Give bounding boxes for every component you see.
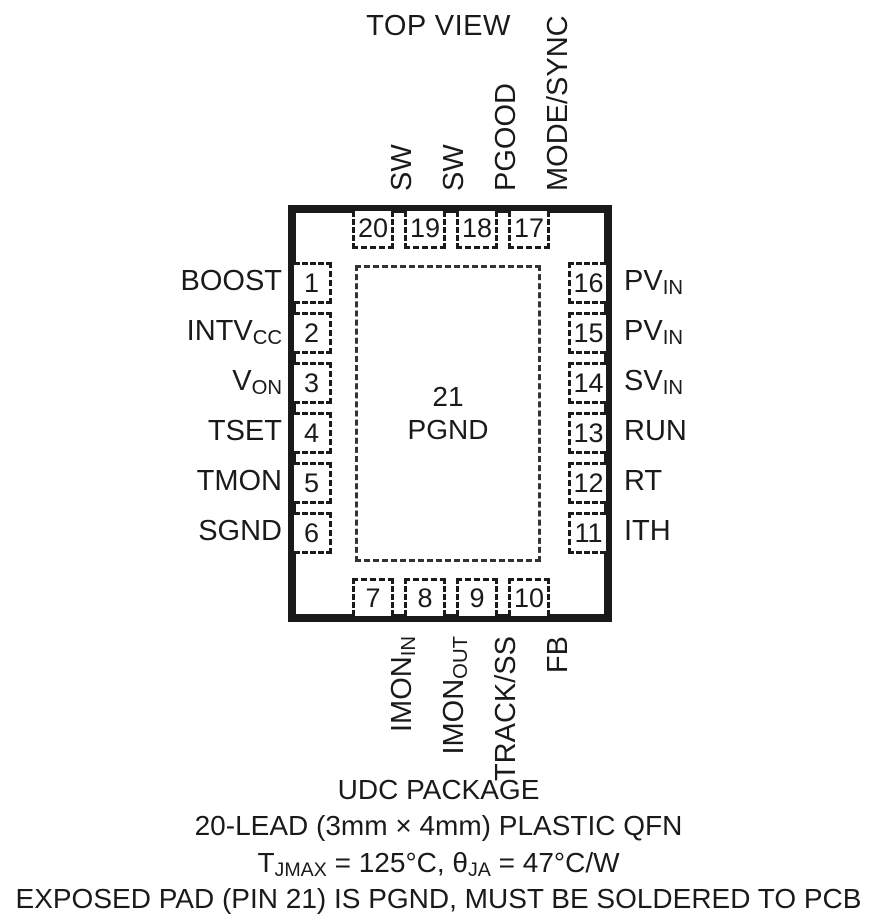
pin-number-9: 9 bbox=[469, 583, 485, 613]
pin-pad-9: 9 bbox=[456, 578, 498, 616]
pin-label-18: PGOOD bbox=[490, 83, 522, 191]
exposed-pad-label: PGND bbox=[407, 413, 489, 445]
pin-number-6: 6 bbox=[303, 517, 320, 548]
pin-number-19: 19 bbox=[409, 213, 441, 243]
pin-pad-13: 13 bbox=[568, 412, 606, 454]
pin-label-20: SW bbox=[386, 144, 418, 191]
exposed-pad-number: 21 bbox=[432, 381, 464, 413]
pin-number-16: 16 bbox=[573, 267, 604, 298]
pin-label-19: SW bbox=[438, 144, 470, 191]
pin-pad-3: 3 bbox=[294, 362, 332, 404]
pin-label-6: SGND bbox=[198, 515, 282, 547]
page-title: TOP VIEW bbox=[366, 10, 511, 42]
tjmax-symbol: T bbox=[257, 846, 275, 878]
pin-pad-12: 12 bbox=[568, 462, 606, 504]
pin-pad-16: 16 bbox=[568, 262, 606, 304]
pin-pad-7: 7 bbox=[352, 578, 394, 616]
pin-number-15: 15 bbox=[573, 317, 604, 348]
exposed-pad-region: 21 PGND bbox=[355, 265, 541, 562]
pin-label-3: VON bbox=[232, 365, 282, 400]
pin-number-5: 5 bbox=[303, 467, 320, 498]
package-body-outline bbox=[288, 205, 612, 622]
pin-pad-6: 6 bbox=[294, 512, 332, 554]
pin-pad-4: 4 bbox=[294, 412, 332, 454]
pin-pad-17: 17 bbox=[508, 211, 550, 249]
pin-label-12: RT bbox=[624, 465, 663, 497]
pin-label-17: MODE/SYNC bbox=[542, 15, 574, 191]
pin-number-7: 7 bbox=[365, 583, 381, 613]
pin-number-4: 4 bbox=[303, 417, 320, 448]
pin-label-14: SVIN bbox=[624, 365, 683, 400]
pin-label-4: TSET bbox=[207, 415, 282, 447]
pin-label-1: BOOST bbox=[180, 265, 282, 297]
pin-pad-1: 1 bbox=[294, 262, 332, 304]
pin-pad-20: 20 bbox=[352, 211, 394, 249]
caption-line-exposed-pad: EXPOSED PAD (PIN 21) IS PGND, MUST BE SO… bbox=[15, 883, 862, 915]
pin-number-2: 2 bbox=[303, 317, 320, 348]
pin-number-8: 8 bbox=[417, 583, 433, 613]
pin-number-11: 11 bbox=[574, 517, 603, 548]
tjmax-value: = 125°C, θ bbox=[326, 846, 468, 878]
pin-number-3: 3 bbox=[303, 367, 320, 398]
pin-pad-18: 18 bbox=[456, 211, 498, 249]
caption-line-package: UDC PACKAGE bbox=[337, 774, 540, 805]
pin-number-14: 14 bbox=[573, 367, 604, 398]
pin-pad-19: 19 bbox=[404, 211, 446, 249]
pin-number-17: 17 bbox=[513, 213, 545, 243]
pin-label-16: PVIN bbox=[624, 265, 683, 300]
pin-number-13: 13 bbox=[573, 417, 604, 448]
pin-number-10: 10 bbox=[513, 583, 545, 613]
pin-number-12: 12 bbox=[573, 467, 604, 498]
pin-label-2: INTVCC bbox=[186, 315, 282, 350]
theta-ja-value: = 47°C/W bbox=[490, 846, 620, 878]
caption-line-leadcount: 20-LEAD (3mm × 4mm) PLASTIC QFN bbox=[194, 810, 683, 842]
pin-label-11: ITH bbox=[624, 515, 671, 547]
pin-number-1: 1 bbox=[303, 267, 320, 298]
pin-pad-5: 5 bbox=[294, 462, 332, 504]
pin-pad-8: 8 bbox=[404, 578, 446, 616]
pin-number-20: 20 bbox=[357, 213, 389, 243]
pin-pad-15: 15 bbox=[568, 312, 606, 354]
tjmax-subscript: JMAX bbox=[274, 859, 327, 882]
caption-line-thermal: TJMAX = 125°C, θJA = 47°C/W bbox=[0, 845, 877, 881]
package-caption: UDC PACKAGE 20-LEAD (3mm × 4mm) PLASTIC … bbox=[0, 772, 877, 918]
pin-pad-11: 11 bbox=[568, 512, 606, 554]
pin-pad-10: 10 bbox=[508, 578, 550, 616]
theta-ja-subscript: JA bbox=[468, 859, 491, 882]
pin-label-5: TMON bbox=[196, 465, 282, 497]
pin-label-15: PVIN bbox=[624, 315, 683, 350]
pin-pad-14: 14 bbox=[568, 362, 606, 404]
pin-number-18: 18 bbox=[461, 213, 493, 243]
pin-pad-2: 2 bbox=[294, 312, 332, 354]
pin-label-13: RUN bbox=[624, 415, 687, 447]
